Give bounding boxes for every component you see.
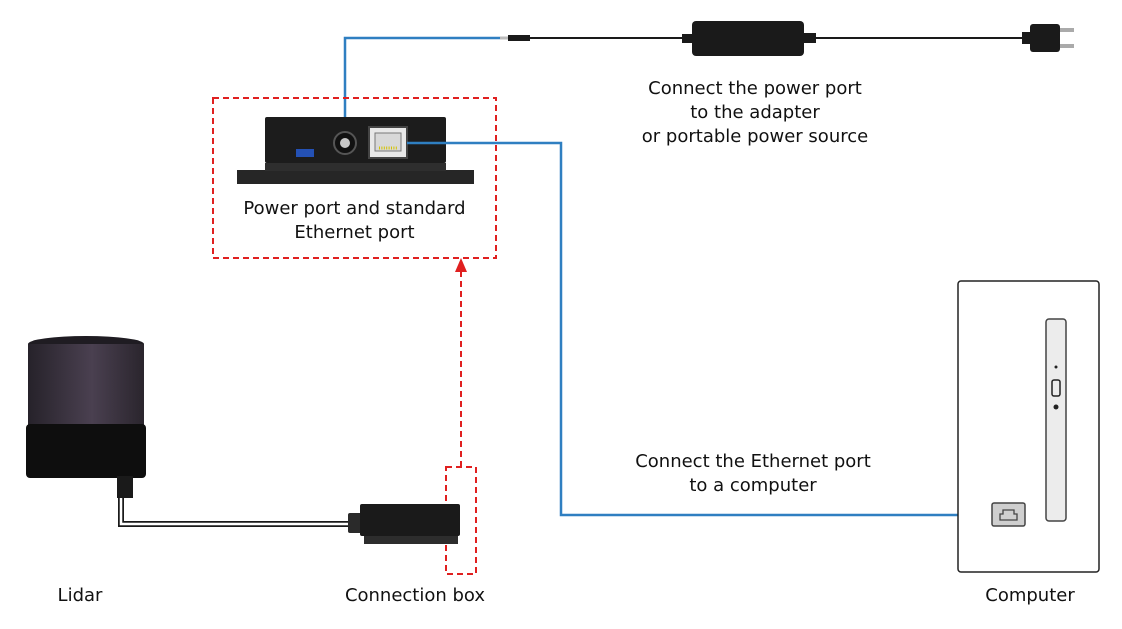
power-adapter-icon xyxy=(682,21,816,56)
ethernet-port-icon xyxy=(368,126,408,159)
power-instruction-line-2: to the adapter xyxy=(690,102,820,123)
connection-box-side-icon xyxy=(348,504,460,544)
power-instruction-label: Connect the power port to the adapter or… xyxy=(605,77,905,149)
lidar-cable xyxy=(118,498,350,527)
arrow-up-icon xyxy=(455,258,467,272)
connection-box-label: Connection box xyxy=(344,585,486,606)
ethernet-instruction-label: Connect the Ethernet port to a computer xyxy=(608,450,898,498)
wall-plug-icon xyxy=(1022,24,1074,52)
lidar-label: Lidar xyxy=(57,585,103,606)
lidar-device-icon xyxy=(26,336,146,498)
power-instruction-line-3: or portable power source xyxy=(641,126,869,147)
ports-highlight-box xyxy=(212,97,497,259)
usb-port-icon xyxy=(296,149,314,157)
computer-tower-icon xyxy=(957,280,1100,573)
ethernet-cable xyxy=(407,141,991,517)
ports-caption-line-1: Power port and standard xyxy=(243,198,466,219)
power-port-icon xyxy=(333,131,357,155)
computer-label: Computer xyxy=(985,585,1075,606)
computer-ethernet-port-icon xyxy=(991,502,1026,527)
ports-caption-label: Power port and standard Ethernet port xyxy=(213,197,496,245)
ports-caption-line-2: Ethernet port xyxy=(294,222,415,243)
power-cable xyxy=(343,35,1022,141)
power-instruction-line-1: Connect the power port xyxy=(648,78,862,99)
connection-box-port-view xyxy=(237,117,474,184)
ethernet-instruction-line-2: to a computer xyxy=(689,475,817,496)
drive-bay xyxy=(1045,318,1067,522)
ethernet-instruction-line-1: Connect the Ethernet port xyxy=(635,451,871,472)
